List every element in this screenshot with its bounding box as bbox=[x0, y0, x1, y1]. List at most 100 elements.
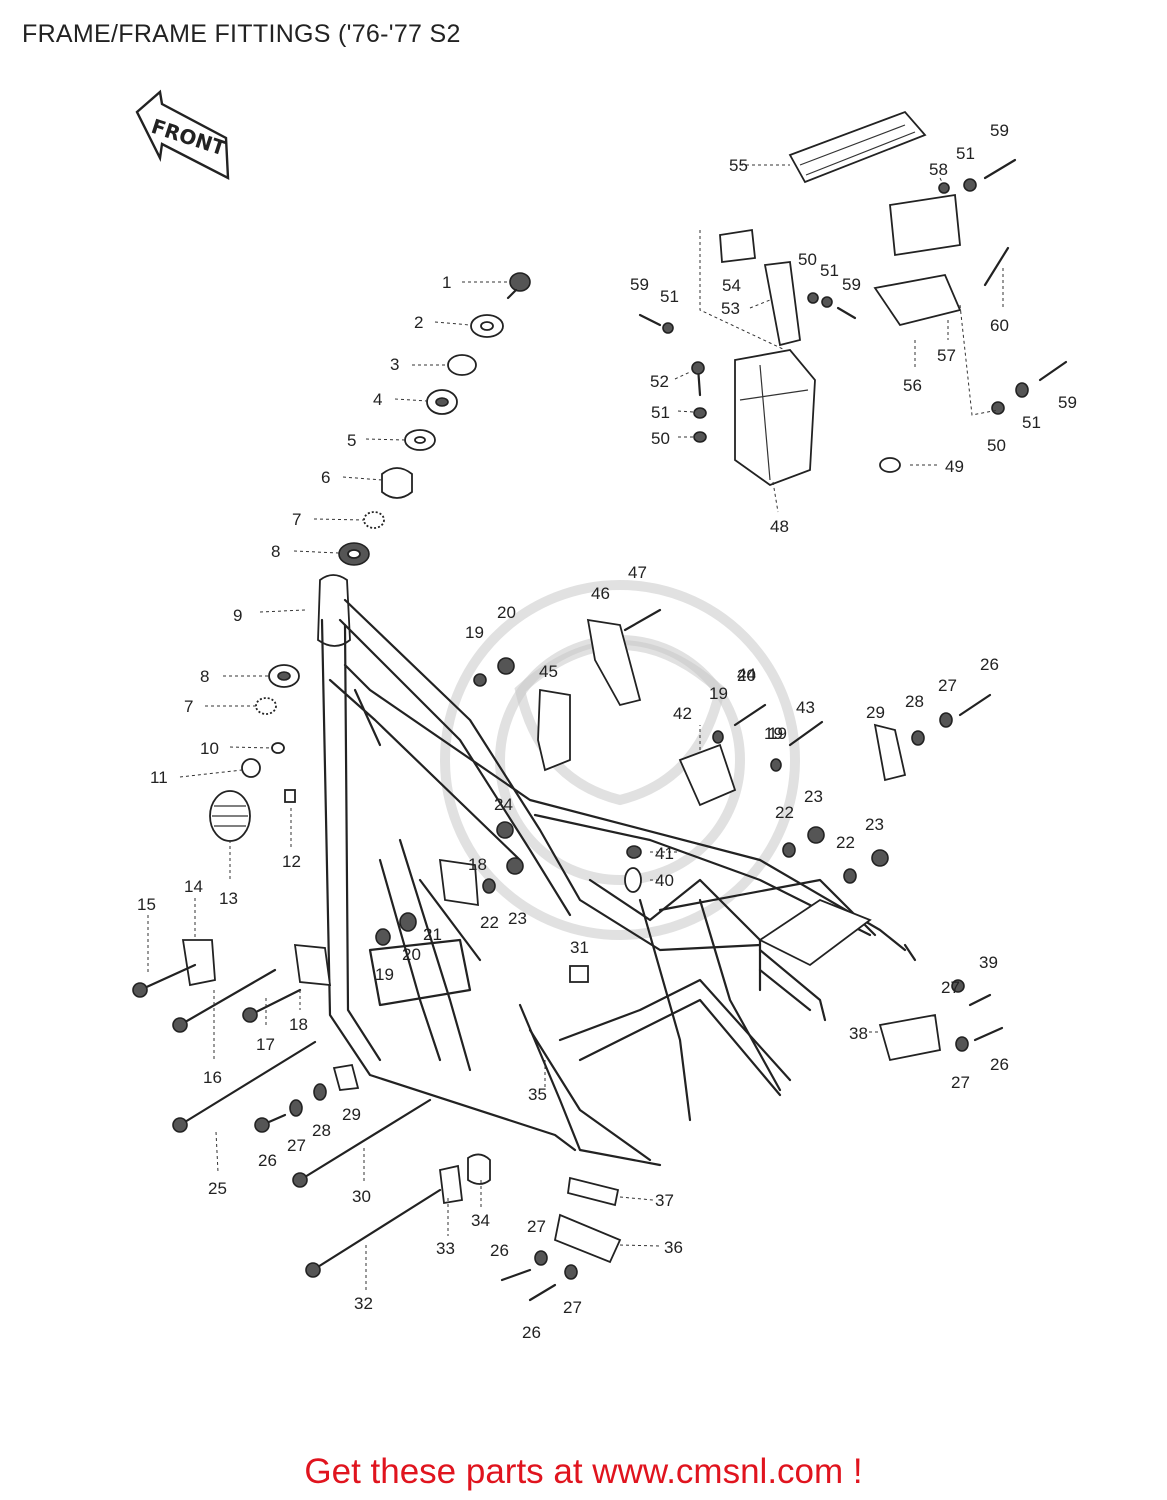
upper-right-assembly bbox=[638, 110, 1068, 487]
callout-label: 5 bbox=[347, 431, 356, 450]
callout-label: 48 bbox=[770, 517, 789, 536]
leader-lines bbox=[147, 164, 1004, 1290]
callout-label: 20 bbox=[402, 945, 421, 964]
center-fittings bbox=[500, 608, 1004, 1302]
callout-label: 26 bbox=[490, 1241, 509, 1260]
callout-label: 28 bbox=[312, 1121, 331, 1140]
left-side-parts bbox=[132, 657, 589, 1278]
callout-label: 20 bbox=[497, 603, 516, 622]
callout-label: 55 bbox=[729, 156, 748, 175]
callout-label: 50 bbox=[798, 250, 817, 269]
callout-label: 59 bbox=[1058, 393, 1077, 412]
callout-label: 16 bbox=[203, 1068, 222, 1087]
callout-label: 60 bbox=[990, 316, 1009, 335]
callout-label: 43 bbox=[796, 698, 815, 717]
callout-labels: 1 2 3 4 5 6 7 8 9 8 7 10 11 12 13 14 15 … bbox=[137, 121, 1077, 1342]
callout-label: 59 bbox=[630, 275, 649, 294]
callout-label: 9 bbox=[233, 606, 242, 625]
callout-label: 27 bbox=[951, 1073, 970, 1092]
footer-link[interactable]: Get these parts at www.cmsnl.com ! bbox=[304, 1452, 863, 1491]
callout-label: 38 bbox=[849, 1024, 868, 1043]
callout-label: 37 bbox=[655, 1191, 674, 1210]
callout-label: 49 bbox=[945, 457, 964, 476]
callout-label: 8 bbox=[200, 667, 209, 686]
callout-label: 34 bbox=[471, 1211, 490, 1230]
callout-label: 22 bbox=[775, 803, 794, 822]
callout-label: 33 bbox=[436, 1239, 455, 1258]
callout-label: 30 bbox=[352, 1187, 371, 1206]
callout-label: 23 bbox=[804, 787, 823, 806]
callout-label: 51 bbox=[660, 287, 679, 306]
callout-label: 41 bbox=[655, 844, 674, 863]
callout-label: 39 bbox=[979, 953, 998, 972]
callout-label: 13 bbox=[219, 889, 238, 908]
callout-label: 26 bbox=[980, 655, 999, 674]
callout-label: 17 bbox=[256, 1035, 275, 1054]
callout-label: 24 bbox=[494, 795, 513, 814]
callout-label: 47 bbox=[628, 563, 647, 582]
callout-label: 50 bbox=[987, 436, 1006, 455]
callout-label: 19 bbox=[768, 724, 787, 743]
callout-label: 32 bbox=[354, 1294, 373, 1313]
callout-label: 27 bbox=[287, 1136, 306, 1155]
callout-label: 3 bbox=[390, 355, 399, 374]
callout-label: 23 bbox=[508, 909, 527, 928]
callout-label: 59 bbox=[842, 275, 861, 294]
callout-label: 29 bbox=[342, 1105, 361, 1124]
callout-label: 57 bbox=[937, 346, 956, 365]
callout-label: 19 bbox=[764, 724, 783, 743]
callout-label: 42 bbox=[673, 704, 692, 723]
callout-label: 7 bbox=[292, 510, 301, 529]
callout-label: 51 bbox=[820, 261, 839, 280]
callout-label: 21 bbox=[423, 925, 442, 944]
callout-label: 51 bbox=[956, 144, 975, 163]
callout-label: 19 bbox=[375, 965, 394, 984]
callout-label: 45 bbox=[539, 662, 558, 681]
callout-label: 23 bbox=[865, 815, 884, 834]
callout-label: 59 bbox=[990, 121, 1009, 140]
callout-label: 51 bbox=[1022, 413, 1041, 432]
callout-label: 28 bbox=[905, 692, 924, 711]
callout-label: 53 bbox=[721, 299, 740, 318]
callout-label: 7 bbox=[184, 697, 193, 716]
callout-label: 15 bbox=[137, 895, 156, 914]
callout-label: 50 bbox=[651, 429, 670, 448]
callout-label: 18 bbox=[468, 855, 487, 874]
page-title: FRAME/FRAME FITTINGS ('76-'77 S2 bbox=[22, 20, 461, 48]
callout-label: 56 bbox=[903, 376, 922, 395]
callout-label: 44 bbox=[737, 665, 756, 684]
callout-label: 35 bbox=[528, 1085, 547, 1104]
callout-label: 12 bbox=[282, 852, 301, 871]
callout-label: 54 bbox=[722, 276, 741, 295]
callout-label: 27 bbox=[938, 676, 957, 695]
callout-label: 46 bbox=[591, 584, 610, 603]
callout-label: 58 bbox=[929, 160, 948, 179]
callout-label: 27 bbox=[941, 978, 960, 997]
callout-label: 14 bbox=[184, 877, 203, 896]
callout-label: 11 bbox=[150, 768, 168, 787]
callout-label: 22 bbox=[480, 913, 499, 932]
callout-label: 26 bbox=[990, 1055, 1009, 1074]
callout-label: 26 bbox=[522, 1323, 541, 1342]
callout-label: 27 bbox=[527, 1217, 546, 1236]
callout-label: 52 bbox=[650, 372, 669, 391]
callout-label: 29 bbox=[866, 703, 885, 722]
front-arrow-icon: FRONT bbox=[135, 89, 230, 181]
callout-label: 1 bbox=[442, 273, 451, 292]
callout-label: 36 bbox=[664, 1238, 683, 1257]
callout-label: 20 bbox=[737, 666, 756, 685]
callout-label: 27 bbox=[563, 1298, 582, 1317]
callout-label: 31 bbox=[570, 938, 589, 957]
callout-label: 6 bbox=[321, 468, 330, 487]
callout-label: 22 bbox=[836, 833, 855, 852]
callout-label: 40 bbox=[655, 871, 674, 890]
callout-label: 10 bbox=[200, 739, 219, 758]
callout-label: 26 bbox=[258, 1151, 277, 1170]
callout-label: 4 bbox=[373, 390, 382, 409]
steering-head-stack bbox=[338, 272, 531, 566]
callout-label: 2 bbox=[414, 313, 423, 332]
frame-body bbox=[317, 574, 917, 1167]
callout-label: 18 bbox=[289, 1015, 308, 1034]
callout-label: 19 bbox=[709, 684, 728, 703]
